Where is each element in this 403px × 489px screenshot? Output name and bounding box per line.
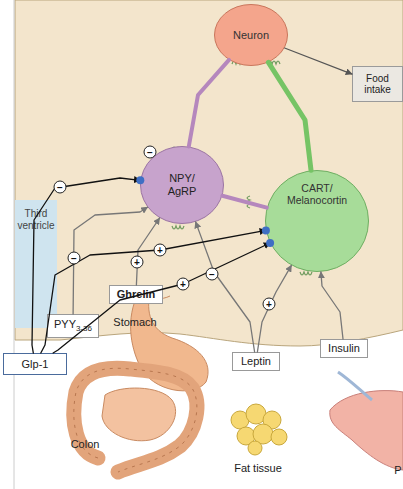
label-box: Glp-1 — [3, 353, 67, 375]
fat-cell — [271, 429, 287, 445]
sign-label: + — [177, 278, 190, 291]
signal-connector — [285, 48, 352, 74]
organ-label: Colon — [71, 438, 100, 450]
receptor-symbol — [172, 226, 184, 229]
node-text-wrap: Food intake — [353, 67, 402, 101]
label-box: Food intake — [352, 66, 403, 102]
sign-label: − — [144, 146, 157, 159]
node-text-wrap: PYY3-36 — [48, 315, 98, 337]
sign-label: − — [68, 252, 81, 265]
label-box: Insulin — [320, 339, 368, 358]
label-box: Leptin — [232, 352, 280, 371]
intestine-illustration — [102, 388, 176, 441]
label-box: Ghrelin — [109, 285, 163, 304]
duct-illustration — [338, 372, 372, 400]
node-label: Third ventricle — [15, 208, 57, 231]
node-text-wrap: Insulin — [321, 340, 367, 357]
signal-connector — [268, 62, 311, 170]
node-text-wrap: Leptin — [233, 353, 279, 370]
brain-region — [15, 0, 403, 346]
circle-shape — [266, 171, 369, 272]
fat-tissue-illustration — [231, 404, 287, 455]
node-label: PYY — [54, 318, 76, 330]
node-label: Leptin — [241, 355, 271, 368]
node-text-wrap: Ghrelin — [110, 286, 162, 303]
signal-connector — [257, 265, 291, 352]
signal-connector — [321, 272, 343, 339]
neuron-circle: CART/ Melanocortin — [265, 170, 369, 272]
node-text-wrap: Neuron — [214, 4, 288, 66]
colon-segments — [74, 368, 197, 472]
label-box: PYY3-36 — [47, 314, 99, 338]
organ-label: P — [394, 464, 401, 476]
node-label: Insulin — [328, 342, 360, 355]
sign-label: − — [54, 181, 67, 194]
neuron-circle: Neuron — [214, 4, 288, 66]
signal-connector — [222, 196, 266, 208]
signal-connector — [73, 207, 147, 314]
receptor-dot — [266, 239, 274, 247]
signal-connector — [189, 60, 229, 147]
node-label: Food intake — [355, 73, 401, 96]
node-text-wrap: Glp-1 — [4, 354, 66, 374]
organ-label: Fat tissue — [234, 462, 282, 474]
receptor-dot — [136, 176, 144, 184]
node-text-wrap: CART/ Melanocortin — [265, 170, 369, 272]
node-label: Neuron — [233, 29, 269, 42]
sign-label: + — [131, 256, 144, 269]
node-label: CART/ Melanocortin — [278, 182, 356, 206]
receptor-dot — [262, 226, 270, 234]
receptor-symbol — [300, 272, 312, 275]
inline-text: PYY3-36 — [54, 318, 92, 333]
colon-illustration — [74, 368, 197, 472]
sign-label: + — [263, 298, 276, 311]
node-label: NPY/ AgRP — [162, 172, 202, 197]
sign-label: − — [206, 268, 219, 281]
page-frame — [14, 0, 403, 489]
sign-label: + — [154, 244, 167, 257]
node-label: Glp-1 — [22, 358, 49, 371]
circle-shape — [215, 5, 288, 66]
organ-label: Stomach — [113, 316, 156, 328]
pancreas-illustration — [330, 391, 403, 470]
circle-shape — [141, 147, 224, 224]
signal-connector — [53, 243, 270, 353]
fat-cell — [248, 441, 262, 455]
